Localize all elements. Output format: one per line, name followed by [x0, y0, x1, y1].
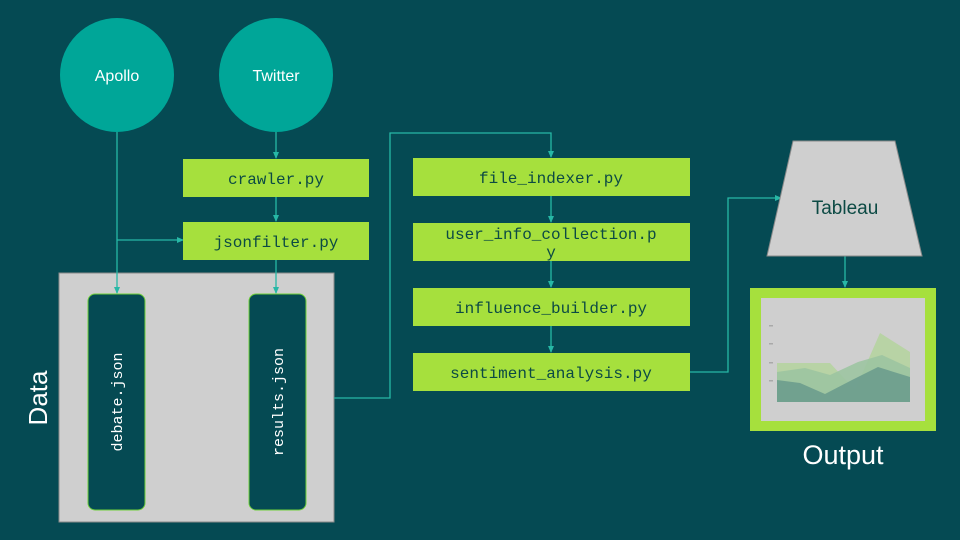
source-apollo-label: Apollo — [95, 68, 140, 85]
connectors — [114, 129, 848, 399]
tableau-trapezoid — [766, 140, 923, 257]
script-influence-builder: influence_builder.py — [413, 288, 690, 326]
data-store-label: Data — [23, 370, 53, 425]
script-crawler-box — [183, 159, 369, 197]
script-jsonfilter-box — [183, 222, 369, 260]
script-user-info-collection-label-line1: user_info_collection.p — [445, 226, 656, 244]
source-twitter-label: Twitter — [252, 68, 300, 85]
script-user-info-collection-label-line2: y — [546, 244, 556, 262]
script-file-indexer-box — [413, 158, 690, 196]
script-file-indexer: file_indexer.py — [413, 158, 690, 196]
tableau-label: Tableau — [812, 198, 879, 219]
output-chart-icon — [769, 325, 910, 402]
script-influence-builder-label: influence_builder.py — [455, 300, 647, 318]
source-apollo-circle — [60, 18, 174, 132]
script-sentiment-analysis-box — [413, 353, 690, 391]
file-results-json: results.json — [248, 293, 307, 511]
script-influence-builder-box — [413, 288, 690, 326]
script-user-info-collection-box — [413, 223, 690, 261]
file-debate-json-pill — [87, 293, 146, 511]
script-sentiment-analysis-label: sentiment_analysis.py — [450, 365, 652, 383]
script-crawler-label: crawler.py — [228, 171, 324, 189]
script-jsonfilter: jsonfilter.py — [183, 222, 369, 260]
connector-results-to-file-indexer — [334, 132, 554, 399]
script-crawler: crawler.py — [183, 159, 369, 197]
file-results-json-label: results.json — [271, 348, 288, 456]
script-file-indexer-label: file_indexer.py — [479, 170, 623, 188]
script-sentiment-analysis: sentiment_analysis.py — [413, 353, 690, 391]
output-thumbnail — [750, 288, 936, 431]
file-debate-json-label: debate.json — [110, 352, 127, 451]
tableau-node: Tableau — [766, 140, 923, 257]
source-twitter: Twitter — [219, 18, 333, 132]
output-label: Output — [802, 440, 884, 470]
source-apollo: Apollo — [60, 18, 174, 132]
file-results-json-pill — [248, 293, 307, 511]
script-user-info-collection: user_info_collection.p y — [413, 223, 690, 262]
source-twitter-circle — [219, 18, 333, 132]
connector-sentiment-to-tableau — [690, 195, 782, 373]
file-debate-json: debate.json — [87, 293, 146, 511]
script-jsonfilter-label: jsonfilter.py — [214, 234, 339, 252]
